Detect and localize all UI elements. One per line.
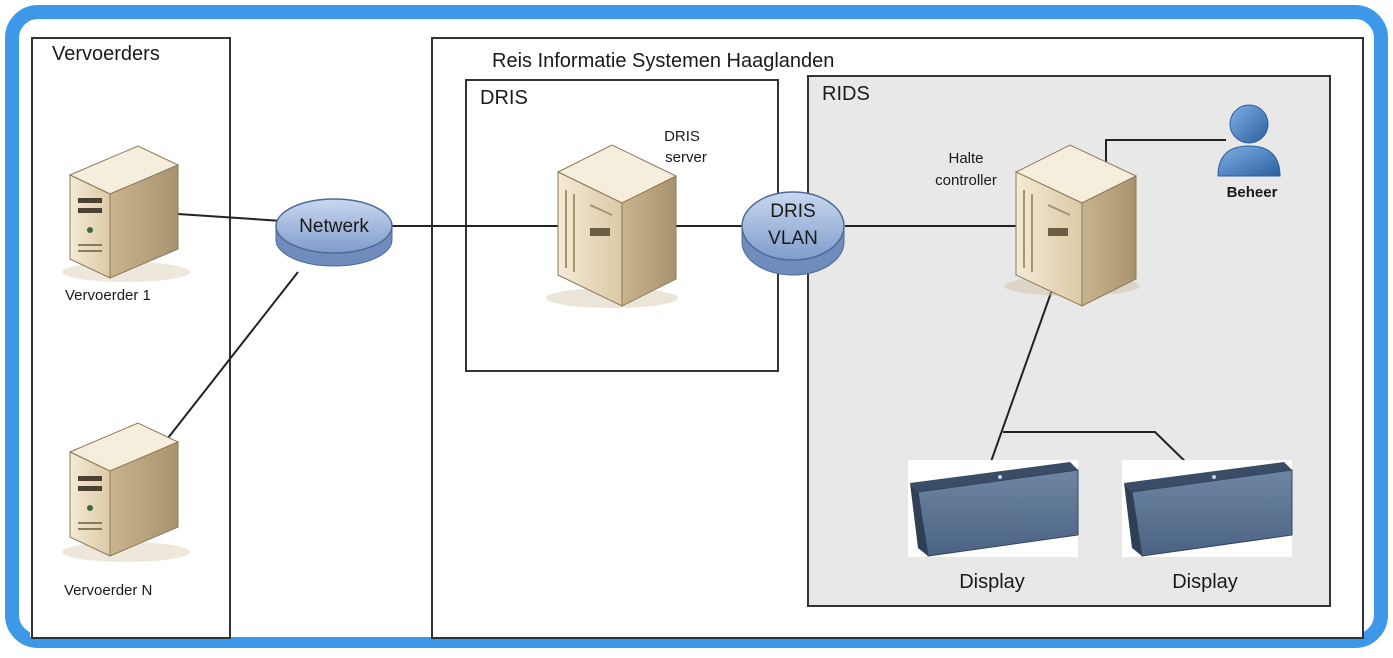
network-label: Netwerk — [299, 216, 369, 237]
carrier-n-label: Vervoerder N — [64, 582, 152, 599]
link-carriern-network — [167, 271, 299, 439]
server-cabinet-icon — [1014, 144, 1138, 307]
outer-border — [5, 5, 1388, 648]
server-cabinet-icon — [556, 144, 678, 307]
carriers-panel-title: Vervoerders — [52, 43, 160, 65]
dris-server-label-line1: DRIS — [664, 128, 700, 145]
beheer-node: Beheer — [1217, 104, 1281, 201]
display-1-label: Display — [959, 571, 1025, 593]
user-icon — [1217, 104, 1281, 177]
display-panel-icon — [910, 462, 1079, 557]
tower-server-icon — [68, 422, 180, 557]
halte-controller-label-line1: Halte — [948, 150, 983, 167]
carrier-1-label: Vervoerder 1 — [65, 287, 151, 304]
display-1-node: Display — [908, 460, 1079, 593]
dris-vlan-node: DRIS VLAN — [741, 191, 845, 276]
dris-server-label-line2: server — [665, 149, 707, 166]
connections — [167, 139, 1226, 475]
halte-controller-node: Halte controller — [935, 144, 1140, 307]
tower-server-icon — [68, 145, 180, 279]
dris-panel-title: DRIS — [480, 87, 528, 109]
link-controller-beheer — [1105, 139, 1226, 162]
dris-vlan-label-line1: DRIS — [770, 201, 815, 222]
link-carrier1-network — [177, 213, 283, 222]
display-2-label: Display — [1172, 571, 1238, 593]
network-hub-icon — [741, 191, 845, 276]
beheer-label: Beheer — [1227, 184, 1278, 201]
display-panel-icon — [1124, 462, 1293, 557]
display-2-node: Display — [1122, 460, 1293, 593]
dris-server-node: DRIS server — [546, 128, 707, 308]
rids-panel-title: RIDS — [822, 83, 870, 105]
dris-vlan-label-line2: VLAN — [768, 228, 818, 249]
carrier-1-node: Vervoerder 1 — [62, 145, 190, 304]
carrier-n-node: Vervoerder N — [62, 422, 190, 599]
ris-panel-title: Reis Informatie Systemen Haaglanden — [492, 50, 834, 72]
network-hub-icon — [275, 198, 393, 267]
network-node: Netwerk — [275, 198, 393, 267]
link-controller-display1 — [987, 289, 1053, 471]
halte-controller-label-line2: controller — [935, 172, 997, 189]
